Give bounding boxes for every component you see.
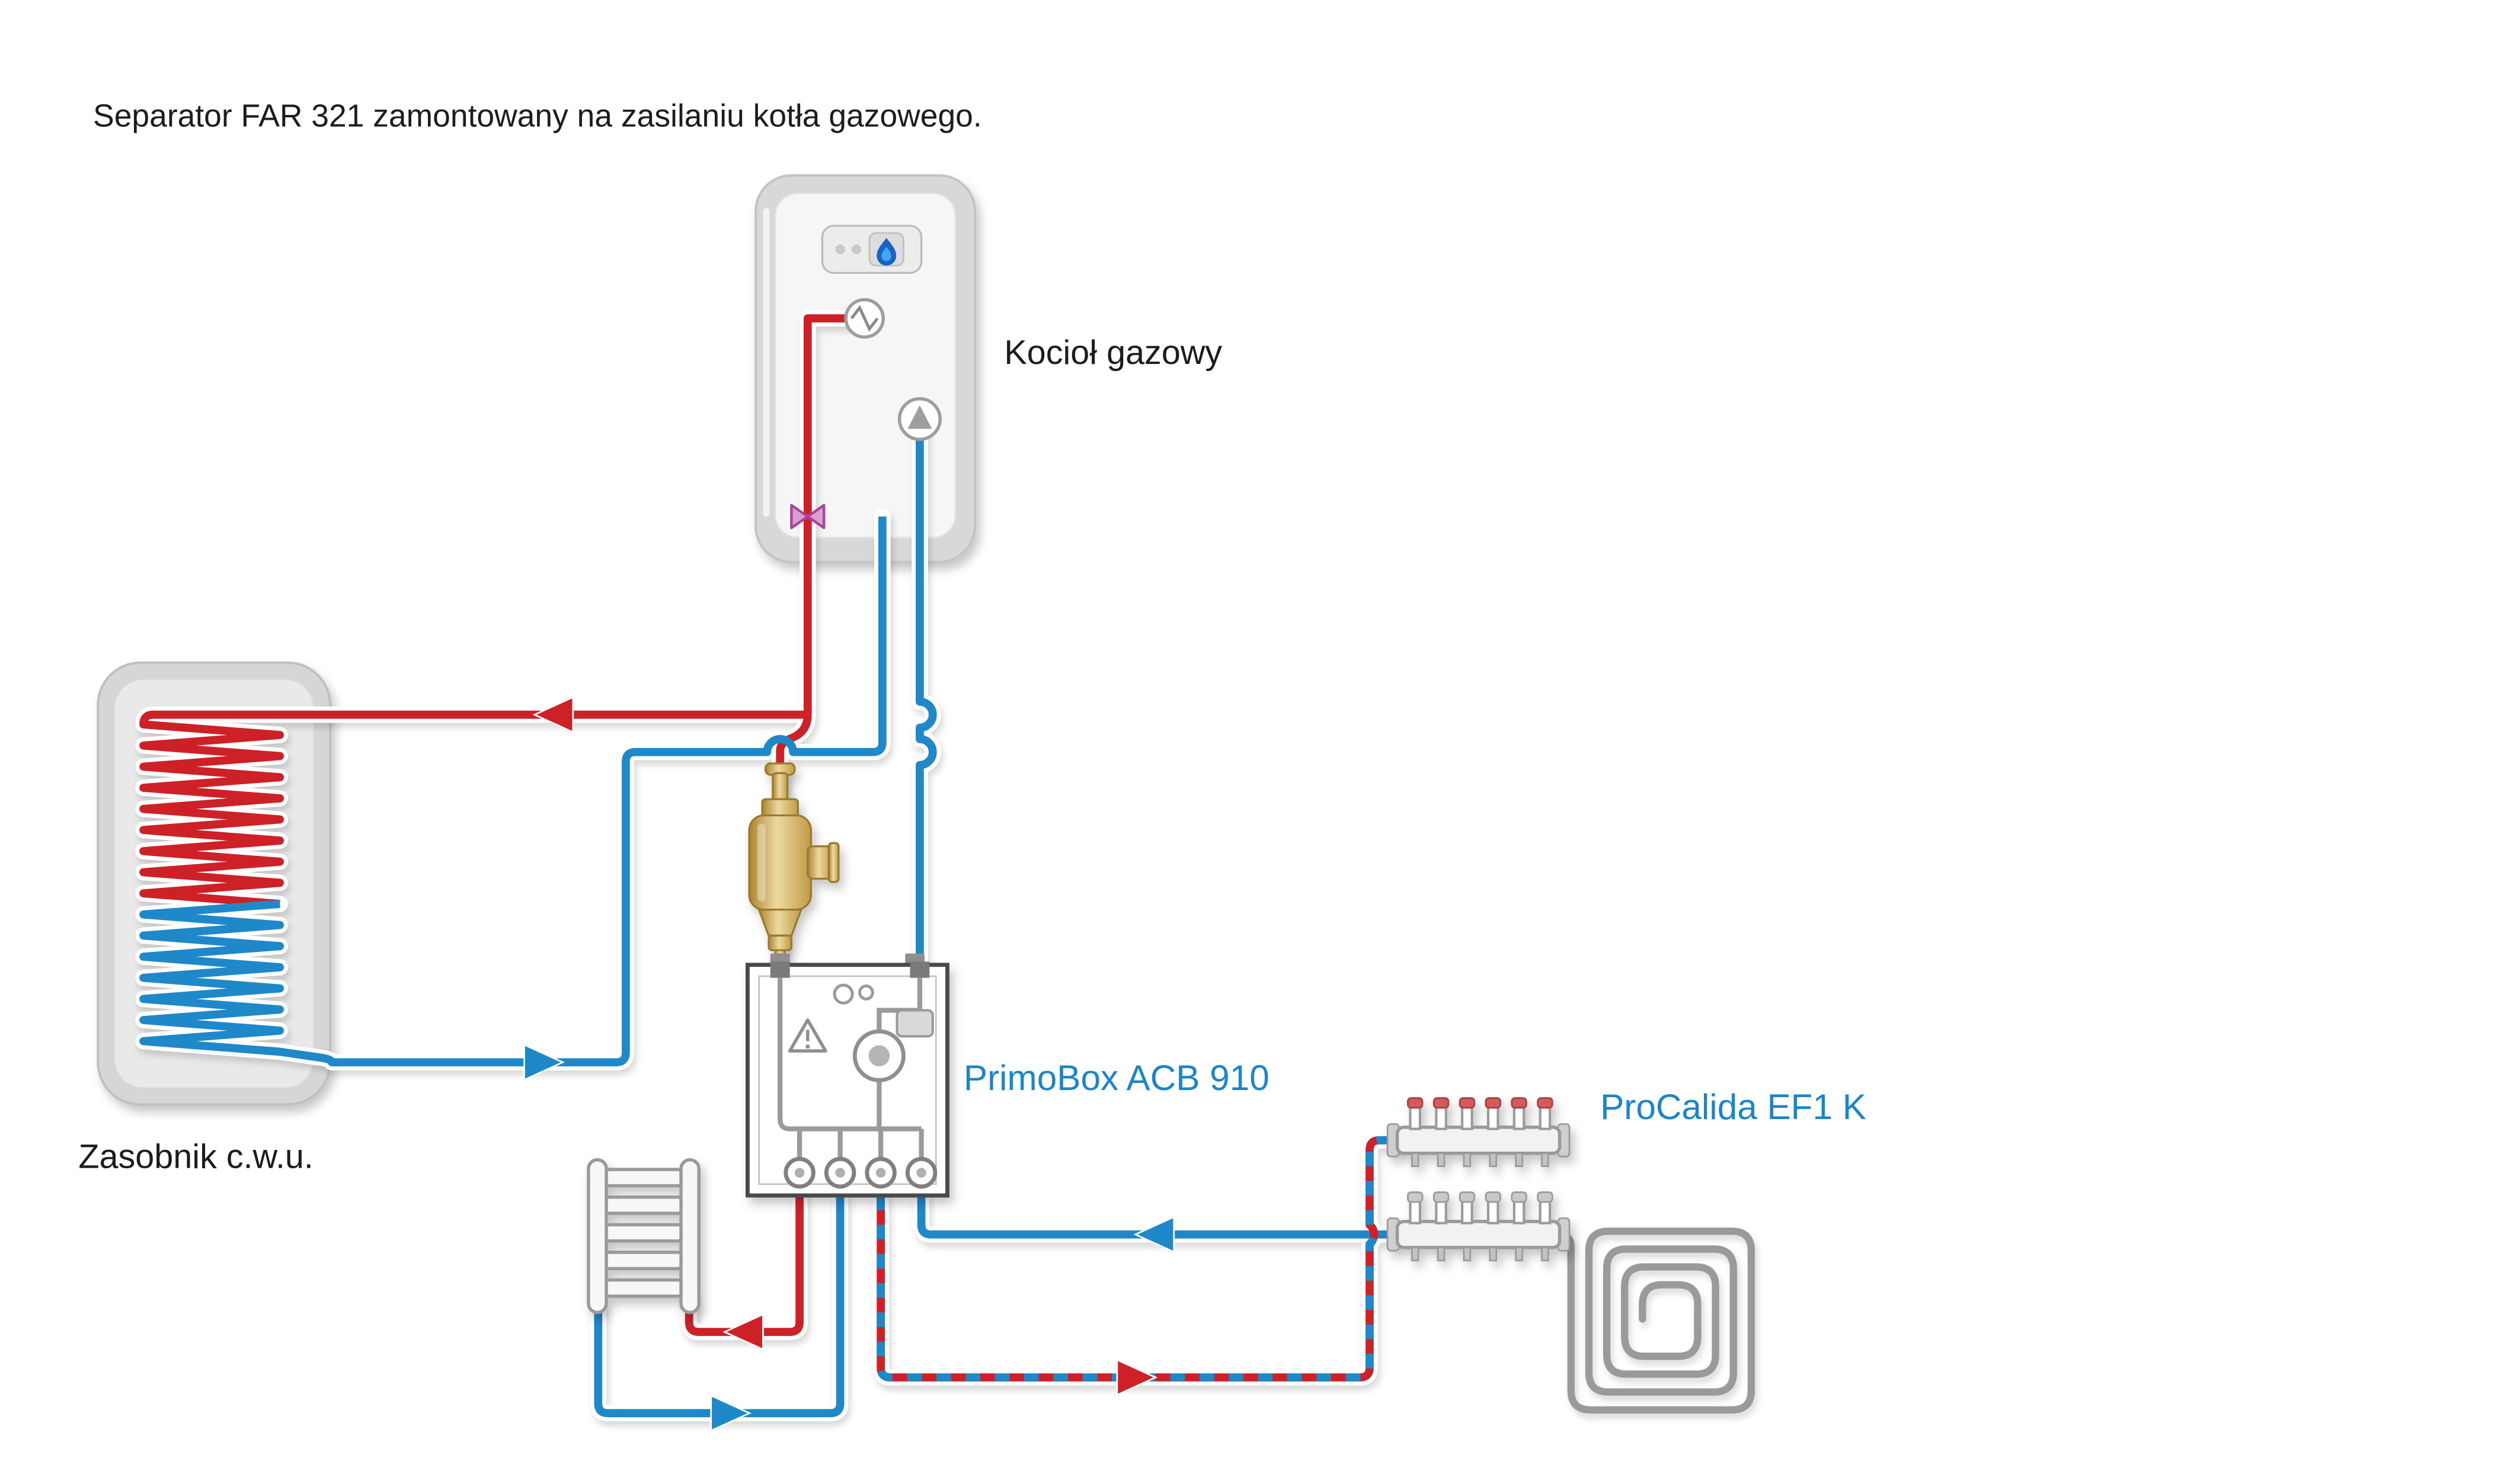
primobox <box>746 953 949 1198</box>
separator-drain <box>767 934 793 951</box>
primobox-pump-icon <box>852 1009 934 1082</box>
manifold-valves-return <box>1407 1191 1553 1225</box>
boiler <box>754 174 977 564</box>
pump-icon <box>897 397 942 441</box>
floor-heating-loop <box>1556 1228 1755 1414</box>
flow-arrow-radiator-return <box>710 1394 752 1432</box>
primobox-top-port <box>770 961 790 978</box>
primobox-bottom-ports <box>783 1156 938 1189</box>
boiler-highlight <box>763 207 770 517</box>
primobox-gauge <box>833 983 854 1005</box>
manifold-return-beam <box>1386 1191 1571 1261</box>
warning-triangle-icon <box>788 1018 827 1053</box>
boiler-icons <box>790 298 942 529</box>
pipe-floor-supply <box>877 1136 1401 1382</box>
manifold-supply-beam <box>1386 1097 1571 1167</box>
flow-arrow-radiator-supply <box>722 1313 764 1351</box>
radiator-rung <box>600 1251 688 1270</box>
floor-loop-pipe <box>1556 1228 1755 1414</box>
manifold-stubs-return <box>1411 1247 1549 1261</box>
radiator-rung <box>600 1223 688 1243</box>
radiator-rung <box>600 1168 688 1188</box>
flame-icon <box>877 238 897 266</box>
separator-highlight <box>757 823 766 902</box>
radiator-tube-left <box>587 1158 608 1314</box>
boiler-panel <box>774 192 957 539</box>
radiator-rung <box>600 1195 688 1215</box>
separator-cone <box>757 908 803 937</box>
separator-connector <box>761 798 800 819</box>
mixing-valve-icon <box>790 504 826 529</box>
flow-arrow-floor-supply <box>1116 1359 1158 1396</box>
pipe-separator-supply <box>776 714 812 965</box>
air-separator <box>748 762 840 961</box>
boiler-display <box>821 225 923 274</box>
pipe-radiator-supply <box>685 1195 804 1336</box>
pipe-primary-return <box>916 429 937 965</box>
display-dot <box>851 244 862 254</box>
flow-arrow-tank-return <box>523 1043 565 1081</box>
manifold-stubs-supply <box>1411 1152 1549 1167</box>
label-boiler: Kocioł gazowy <box>1004 334 1222 372</box>
radiator-tube-right <box>679 1158 701 1314</box>
manifold <box>1386 1097 1571 1261</box>
flow-arrow-tank-supply <box>532 696 574 734</box>
flow-arrows <box>523 696 1175 1432</box>
label-manifold: ProCalida EF1 K <box>1600 1086 1866 1127</box>
pipe-manifold-return <box>917 1195 1401 1239</box>
radiator <box>587 1158 701 1314</box>
heat-exchanger-icon <box>844 298 885 339</box>
separator-vent <box>772 772 789 802</box>
label-dhw-tank: Zasobnik c.w.u. <box>78 1137 314 1175</box>
radiator-rung <box>600 1278 688 1298</box>
primobox-top-port <box>910 961 930 978</box>
manifold-valves-supply <box>1407 1097 1553 1130</box>
separator-flange <box>827 842 840 883</box>
label-primobox: PrimoBox ACB 910 <box>964 1057 1269 1098</box>
page-title: Separator FAR 321 zamontowany na zasilan… <box>93 99 982 134</box>
pipe-tank-return <box>139 516 887 1067</box>
flow-arrow-manifold-return <box>1133 1215 1175 1254</box>
pipe-tank-supply-coil <box>139 710 808 908</box>
primobox-gauge <box>858 984 874 1001</box>
display-dot <box>835 244 845 254</box>
